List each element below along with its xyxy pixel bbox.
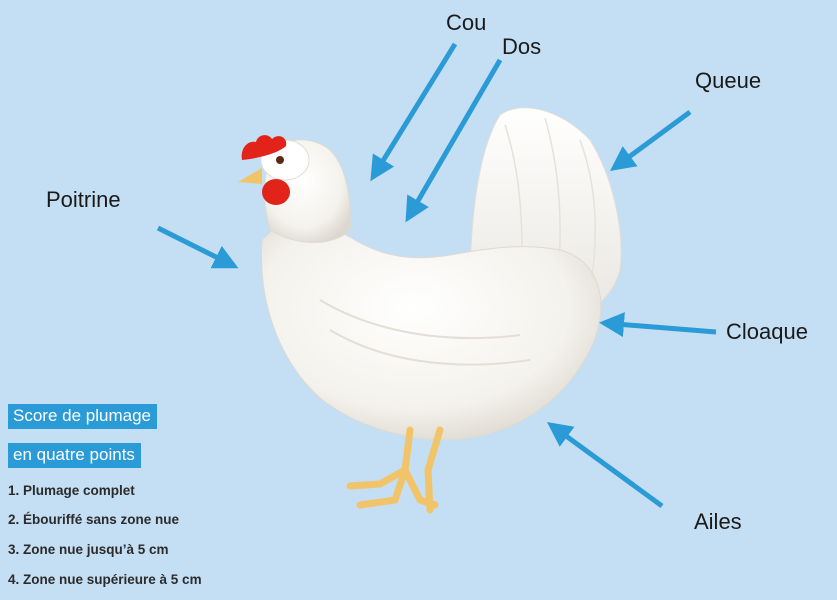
arrow-poitrine (158, 228, 234, 266)
label-poitrine: Poitrine (46, 189, 121, 211)
label-dos: Dos (502, 36, 541, 58)
hen-illustration (238, 108, 621, 510)
legend-item: 1. Plumage complet (8, 484, 135, 498)
hen-body (261, 220, 600, 440)
hen-legs (350, 430, 440, 510)
label-queue: Queue (695, 70, 761, 92)
arrow-queue (614, 112, 690, 168)
legend-item: 2. Ébouriffé sans zone nue (8, 513, 179, 527)
arrow-cloaque (604, 323, 716, 332)
hen-beak (238, 168, 262, 184)
label-cloaque: Cloaque (726, 321, 808, 343)
arrow-ailes (551, 425, 662, 506)
hen-wattle (262, 179, 290, 205)
label-cou: Cou (446, 12, 486, 34)
hen-eye (276, 156, 284, 164)
legend-item: 4. Zone nue supérieure à 5 cm (8, 573, 202, 587)
legend-title-line2: en quatre points (8, 443, 141, 468)
legend-item: 3. Zone nue jusqu’à 5 cm (8, 543, 169, 557)
label-ailes: Ailes (694, 511, 742, 533)
legend-title-line1: Score de plumage (8, 404, 157, 429)
